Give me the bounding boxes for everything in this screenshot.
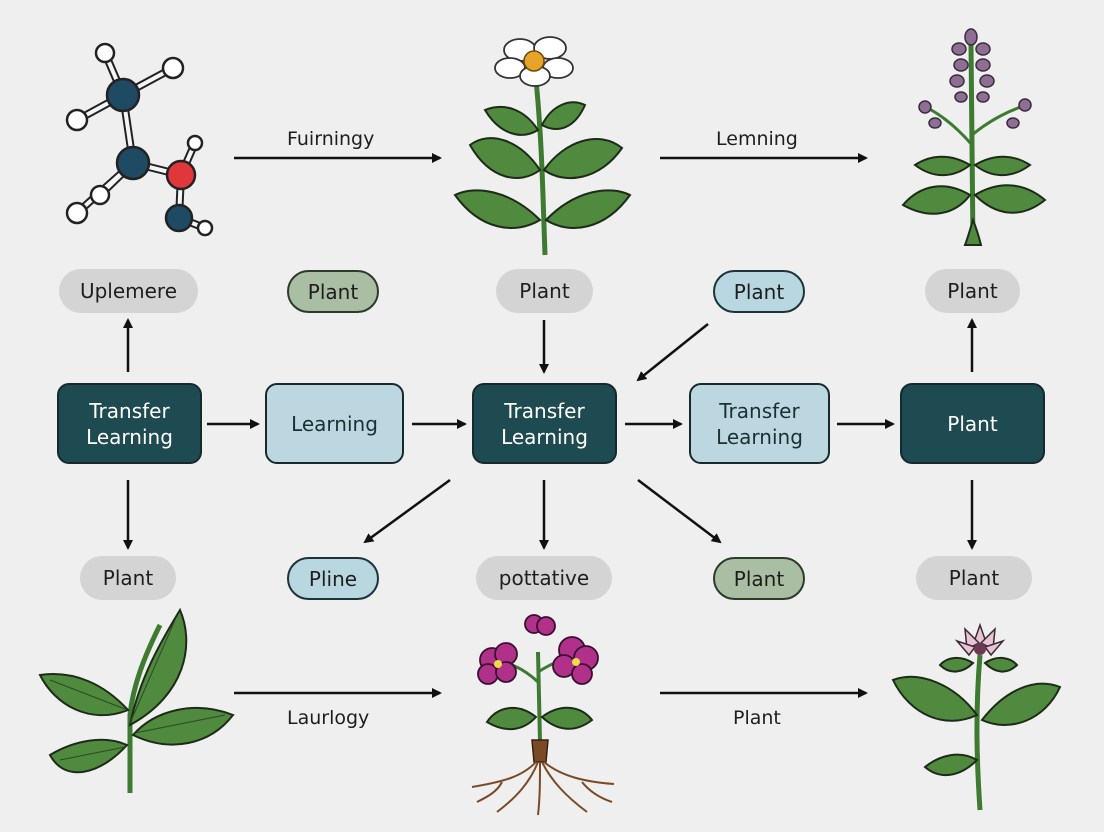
- white-flower-plant-icon: [453, 36, 632, 256]
- arrow-box3-to-pill-green: [637, 479, 722, 544]
- molecule-icon: [65, 42, 214, 237]
- flow-label-top-right: Lemning: [716, 128, 798, 150]
- pill-bottom-1: Plant: [80, 556, 176, 600]
- box-learning: Learning: [265, 383, 404, 464]
- lavender-plant-icon: [901, 28, 1047, 246]
- pill-bottom-3: pottative: [476, 556, 612, 600]
- leaf-plant-icon: [38, 607, 235, 793]
- flow-label-top-left: Fuirningy: [287, 128, 375, 150]
- box-plant: Plant: [900, 383, 1045, 464]
- pill-top-4: Plant: [713, 270, 805, 313]
- pill-bottom-4: Plant: [713, 557, 805, 600]
- purple-flower-roots-icon: [471, 614, 615, 816]
- arrow-box3-to-pline: [363, 478, 451, 544]
- arrow-pill4-to-box3: [636, 323, 709, 382]
- pink-flower-plant-icon: [891, 622, 1062, 811]
- pill-bottom-2: Pline: [287, 557, 379, 600]
- pill-top-5: Plant: [925, 269, 1020, 313]
- pill-top-2: Plant: [287, 270, 379, 313]
- pill-bottom-5: Plant: [916, 556, 1032, 600]
- flow-label-bottom-left: Laurlogy: [287, 707, 370, 729]
- flow-label-bottom-right: Plant: [733, 707, 781, 729]
- pill-top-1: Uplemere: [59, 269, 198, 313]
- pill-top-3: Plant: [496, 269, 593, 313]
